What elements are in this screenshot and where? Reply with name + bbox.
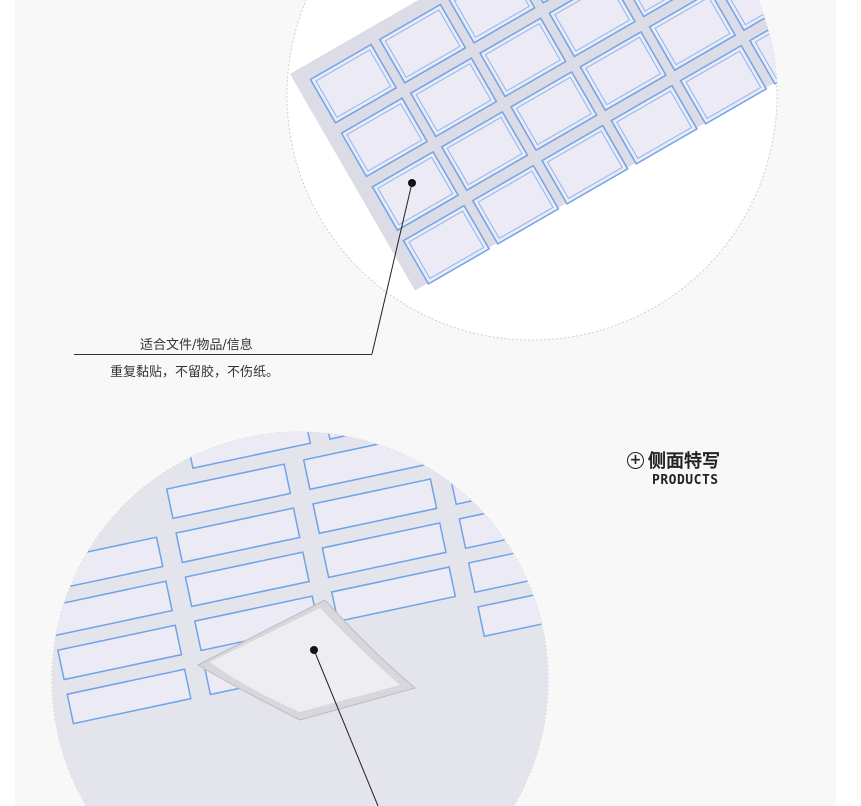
callout-subtitle: 重复黏贴，不留胶，不伤纸。 [110,365,280,380]
callout-underline [74,354,372,355]
section-title: 侧面特写 [648,451,720,472]
sticker-sheet-bottom [51,431,548,806]
sticker-sheet-top [289,0,778,291]
callout-line-bottom [313,649,379,806]
plus-circle-icon: + [627,451,644,469]
top-photo-circle-outline [286,0,778,341]
callout-line [371,182,413,355]
callout-title: 适合文件/物品/信息 [140,338,253,353]
section-heading: +侧面特写 PRODUCTS [627,447,720,488]
section-subtitle: PRODUCTS [652,473,719,488]
